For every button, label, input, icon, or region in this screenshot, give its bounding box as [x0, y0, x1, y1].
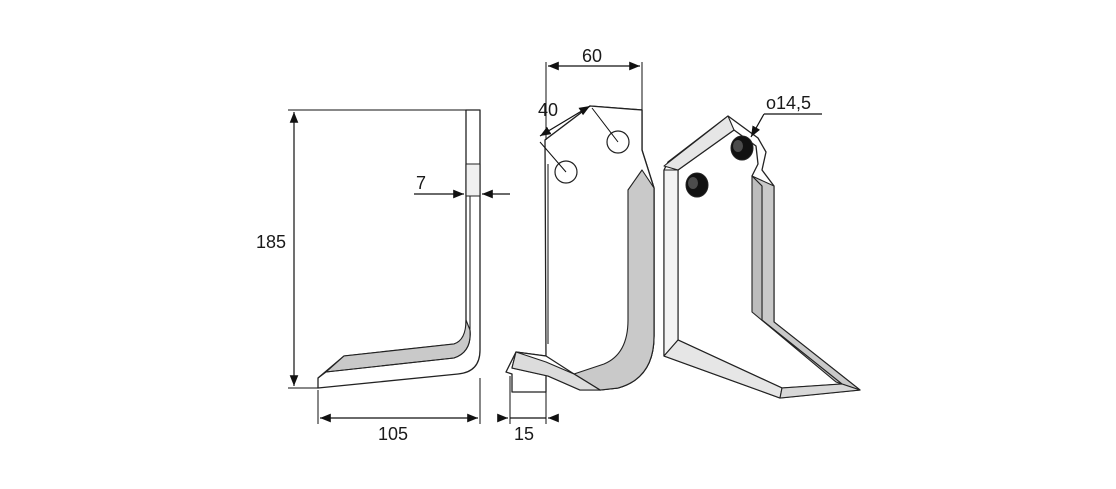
dimension-hole-diameter: ο14,5 [750, 93, 822, 138]
blade-side-view [317, 109, 481, 389]
dimension-label-tip-offset: 15 [514, 424, 534, 444]
dimension-tip-offset: 15 [497, 376, 559, 444]
bolt-hole-upper-right [730, 135, 754, 161]
dimension-label-hole-diameter: ο14,5 [766, 93, 811, 113]
dimension-width: 105 [317, 378, 481, 444]
dimension-label-head-width: 60 [582, 46, 602, 66]
blade-front-view [505, 105, 655, 393]
dimension-label-thickness: 7 [416, 173, 426, 193]
dimension-label-bolt-spacing: 40 [538, 100, 558, 120]
dimension-thickness: 7 [414, 173, 510, 199]
blade-perspective-view [663, 115, 861, 399]
dimension-bolt-spacing: 40 [538, 100, 619, 173]
dimension-label-width: 105 [378, 424, 408, 444]
bolt-hole-lower-right [685, 172, 709, 198]
dimension-label-height: 185 [256, 232, 286, 252]
dimension-height: 185 [256, 109, 466, 389]
